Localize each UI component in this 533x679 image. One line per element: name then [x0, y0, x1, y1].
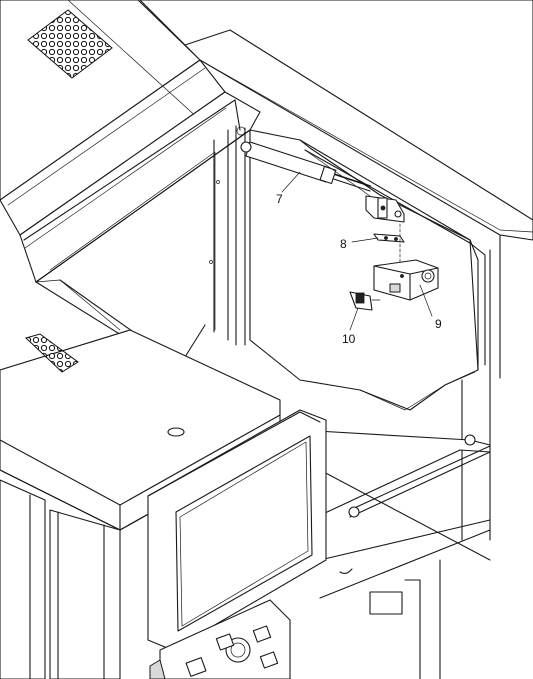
callout-8: 8	[340, 237, 347, 251]
right-top-panel	[139, 0, 533, 379]
latch-catch	[349, 291, 381, 311]
callout-10: 10	[342, 332, 356, 346]
vent-grille-top	[27, 9, 113, 79]
gas-spring	[240, 141, 371, 192]
hinge-bracket	[304, 149, 405, 223]
frame-opening	[19, 91, 291, 441]
callout-9: 9	[435, 317, 442, 331]
callout-7: 7	[276, 192, 283, 206]
side-door-panel	[249, 129, 491, 541]
lower-cabinet	[0, 329, 281, 679]
control-panel	[149, 599, 291, 679]
callout-leaders	[281, 171, 433, 331]
vent-grille-lower	[25, 333, 79, 373]
touch-screen-panel	[147, 409, 327, 651]
